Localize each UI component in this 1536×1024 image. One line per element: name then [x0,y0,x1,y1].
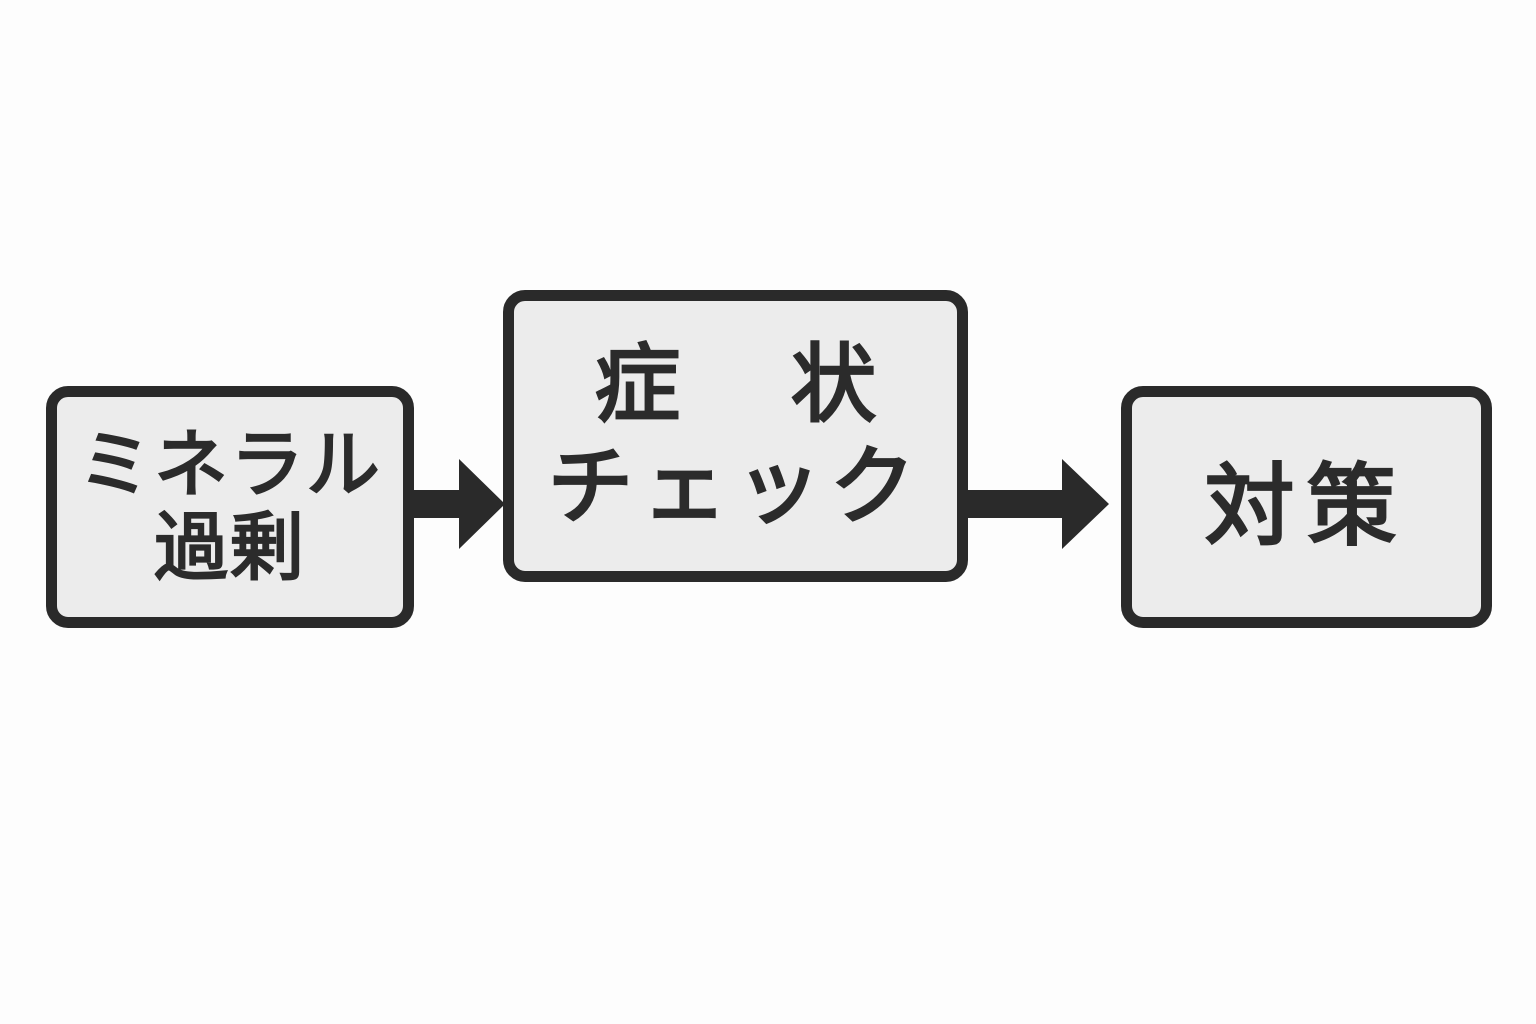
step-box-countermeasure: 対策 [1121,386,1492,628]
step-box-symptom-check: 症 状 チェック [503,290,968,582]
step-1-line-2: 過剰 [154,505,306,591]
step-1-line-1: ミネラル [78,422,382,509]
step-3-line-1: 対策 [1204,453,1409,559]
step-2-line-2: チェック [547,437,924,537]
arrow-right-icon [965,459,1109,549]
step-2-line-1: 症 状 [594,334,917,435]
step-box-mineral-excess: ミネラル 過剰 [46,386,414,628]
arrow-right-icon [412,459,505,549]
